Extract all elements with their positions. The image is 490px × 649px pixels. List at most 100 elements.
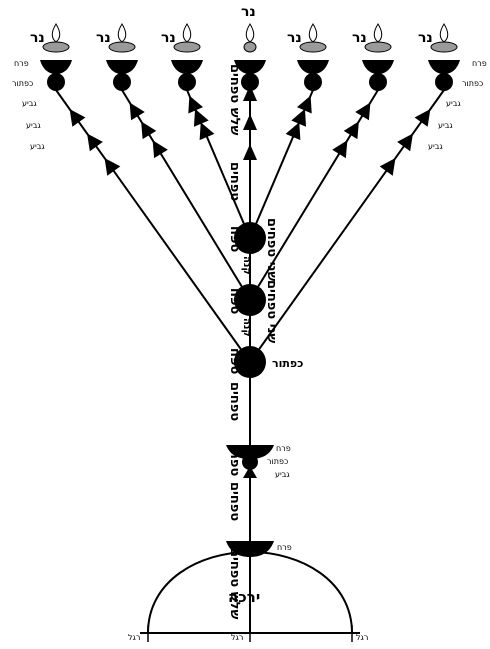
knob-label-mid: כפתור [267,457,288,466]
branches [55,89,445,363]
foot-label-right: רגל [356,633,368,642]
branch-5 [186,89,251,239]
lamp-oil-cup [108,41,136,53]
branch-cup [379,158,396,176]
flame-icon [245,23,255,43]
branch-2 [249,89,445,363]
lamp-oil-cup [364,41,392,53]
knob-mid [242,454,258,470]
blossom-label-left: פרח [14,59,29,68]
lamp-1: נר [30,23,72,91]
branch-cup [104,158,121,176]
shaft-label-knob1: טפח [227,226,242,252]
branch-cup [296,95,312,114]
branch-cup [397,133,413,152]
lamp-label: נר [352,30,367,46]
knob-large-3-label: כפתור [272,357,303,370]
lamp-blossom [428,60,460,74]
cup-label-left-1: גביע [22,99,37,108]
lamp-4: נר [234,4,266,91]
flame-icon [117,23,127,43]
lamp-blossom [40,60,72,74]
flame-icon [308,23,318,43]
foot-label-left: רגל [128,633,140,642]
shaft-label-base: שלש טפחים [227,548,242,619]
lamps: נר נר נר נר נר נר נר [30,4,460,91]
shaft-label-below-cup: טפחים [227,482,242,521]
shaft-label-knob2: טפח [227,288,242,314]
lamp-knob [113,73,131,91]
lamp-oil-cup [173,41,201,53]
shaft-label-between1: קנה [241,256,252,275]
branch-cup [129,102,145,121]
flame-icon [439,23,449,43]
lamp-blossom [234,60,266,74]
branch-cup [355,102,371,121]
knob-label-right: כפתור [462,79,483,88]
lamp-oil-cup [430,41,458,53]
lamp-label: נר [287,30,302,46]
flame-icon [182,23,192,43]
branch-cup [199,122,215,141]
lamp-6: נר [352,23,394,91]
lamp-blossom [297,60,329,74]
branch-6 [249,89,314,239]
branch-cup [87,133,103,152]
blossom-label-base: פרח [277,543,292,552]
lamp-7: נר [418,23,460,91]
lamp-knob [369,73,387,91]
lamp-label: נר [161,30,176,46]
lamp-label: נר [418,30,433,46]
lamp-5: נר [287,23,329,91]
branch-1 [55,89,251,363]
lamp-knob [304,73,322,91]
foot-label-center: רגל [231,633,243,642]
branch-4 [249,89,379,301]
cup-label-mid: גביע [275,470,290,479]
lamp-2: נר [96,23,138,91]
branch-cup [332,140,348,159]
shaft-label-knob3: טפח [227,348,242,374]
branch-cup [69,109,86,127]
cup-label-right-2: גביע [438,121,453,130]
cup-shaft-2 [243,114,257,130]
lamp-blossom [106,60,138,74]
side-labels: פרח כפתור גביע גביע גביע פרח כפתור גביע … [12,59,487,151]
lamp-knob [47,73,65,91]
lamp-oil-cup [42,41,70,53]
shaft-label-mid-cup: טפח [227,450,242,476]
branch-label-right-2: שני טפחים [264,280,279,343]
lamp-blossom [171,60,203,74]
thigh-label: ירכה [228,588,260,606]
lamp-blossom [362,60,394,74]
lamp-knob [178,73,196,91]
cup-label-left-3: גביע [30,142,45,151]
branch-cup [414,109,431,127]
central-shaft: פרח פרח כפתור גביע כפתור [226,60,303,633]
branch-cup [291,108,307,127]
lamp-label: נר [96,30,111,46]
blossom-base [226,541,274,557]
branch-cup [188,95,204,114]
branch-cup [343,121,359,140]
base: רגל רגל רגל ירכה [128,550,368,642]
shaft-labels: שלש טפחים טפחים טפח טפח טפח קנה קנה טפחי… [227,64,279,619]
shaft-label-upper: טפחים [227,162,242,201]
lamp-knob [241,73,259,91]
cup-shaft-3 [243,85,257,101]
branch-cup [193,108,209,127]
blossom-label-mid: פרח [276,444,291,453]
lamp-3: נר [161,23,203,91]
lamp-oil-cup [243,41,257,53]
lamp-oil-cup [299,41,327,53]
shaft-label-between2: קנה [241,318,252,337]
shaft-label-top: שלש טפחים [227,64,242,135]
knob-label-left: כפתור [12,79,33,88]
blossom-label-right: פרח [472,59,487,68]
branch-label-right-1: שני טפחים [264,218,279,281]
blossom-mid [226,445,274,459]
cup-label-left-2: גביע [26,121,41,130]
lamp-label: נר [241,4,256,20]
branch-cup [141,121,157,140]
